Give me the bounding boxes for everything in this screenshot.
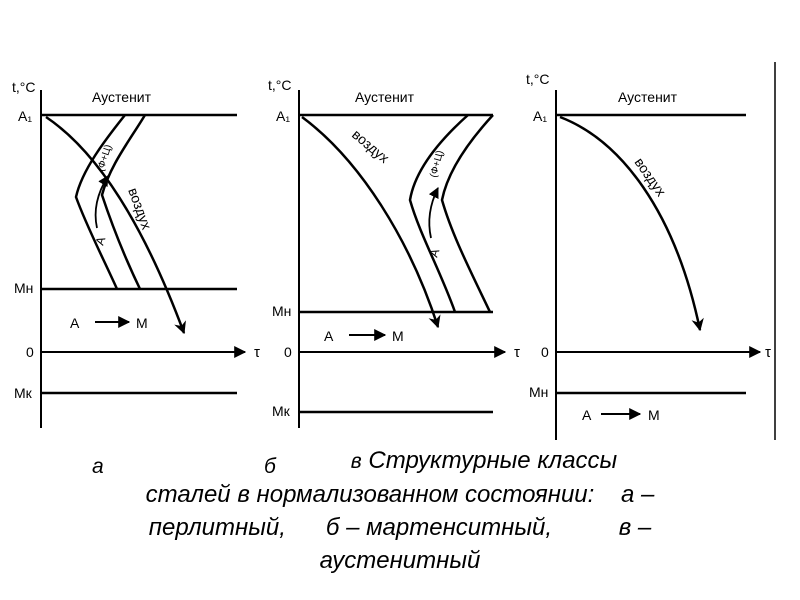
ms-label: Mн <box>272 303 291 319</box>
transformation-start-curve <box>408 114 469 313</box>
a1-label: A₁ <box>533 108 547 124</box>
ms-label: Mн <box>529 384 548 400</box>
diagram-b-letter: б <box>264 455 276 478</box>
transform-a-label: А <box>324 328 334 344</box>
diagram-b: t,°C Аустенит A₁ Mн 0 Mк τ А М воздух (Ф… <box>268 77 520 428</box>
figure-caption: в Структурные классы сталей в нормализов… <box>0 444 800 577</box>
transformation-direction-arrow <box>94 175 109 229</box>
transformation-direction-arrow <box>428 187 439 239</box>
mf-label: Mк <box>14 385 33 401</box>
tau-label: τ <box>254 344 260 361</box>
caption-title: Структурные классы <box>368 447 618 474</box>
caption-line-4: аустенитный <box>319 547 481 574</box>
y-axis-label: t,°C <box>12 79 36 95</box>
transformation-start-curve <box>74 114 126 290</box>
transform-m-label: М <box>136 315 148 331</box>
caption-line-2: сталей в нормализованном состоянии: а – <box>145 481 655 508</box>
a1-label: A₁ <box>276 108 290 124</box>
diagram-a-letter: а <box>92 455 104 478</box>
austenite-label: Аустенит <box>92 89 152 105</box>
diagram-a: t,°C Аустенит A₁ Mн 0 Mк τ А М воздух (Ф… <box>12 79 260 428</box>
transform-m-label: М <box>648 407 660 423</box>
a1-label: A₁ <box>18 108 32 124</box>
diagram-c: t,°C Аустенит A₁ 0 Mн τ А М воздух <box>526 62 776 440</box>
diagram-c-letter: в <box>350 450 362 473</box>
austenite-curve-label: А <box>93 235 109 247</box>
mf-label: Mк <box>272 403 291 419</box>
tau-label: τ <box>514 344 520 361</box>
air-cooling-curve <box>559 115 704 332</box>
transform-a-label: А <box>70 315 80 331</box>
air-cooling-curve <box>301 115 441 329</box>
ms-label: Mн <box>14 280 33 296</box>
transformation-end-curve <box>440 114 494 313</box>
transform-a-label: А <box>582 407 592 423</box>
zero-label: 0 <box>26 344 34 360</box>
caption-line-3: перлитный, б – мартенситный, в – <box>148 514 652 541</box>
austenite-curve-label: А <box>427 247 443 259</box>
transform-m-label: М <box>392 328 404 344</box>
air-cooling-curve <box>45 115 186 335</box>
zero-label: 0 <box>541 344 549 360</box>
austenite-label: Аустенит <box>355 89 415 105</box>
austenite-label: Аустенит <box>618 89 678 105</box>
tau-label: τ <box>765 344 771 361</box>
caption-line-1: в Структурные классы <box>0 444 800 478</box>
y-axis-label: t,°C <box>268 77 292 93</box>
air-label: воздух <box>349 126 392 166</box>
transformation-end-curve <box>100 114 147 290</box>
y-axis-label: t,°C <box>526 71 550 87</box>
air-label: воздух <box>125 186 155 232</box>
zero-label: 0 <box>284 344 292 360</box>
